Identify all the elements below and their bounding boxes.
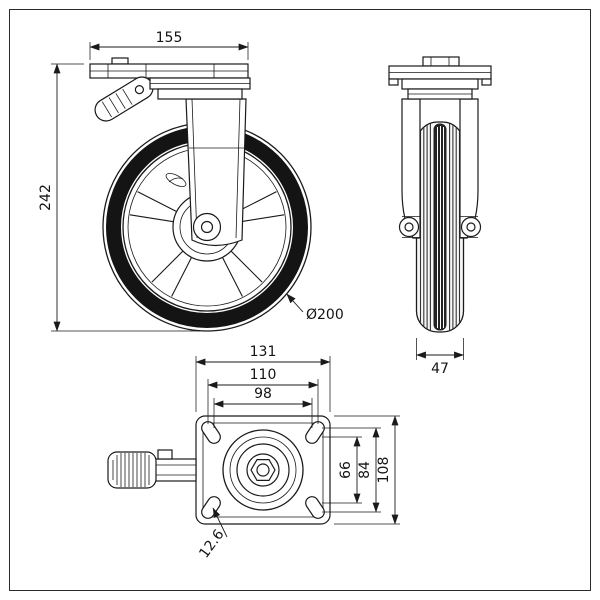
dim-text-98: 98 bbox=[254, 386, 272, 402]
fork-leg-outline bbox=[185, 98, 247, 247]
dim-overall-height: 242 bbox=[38, 63, 200, 332]
dim-text-47: 47 bbox=[431, 361, 449, 377]
swivel-race-outer bbox=[222, 429, 304, 511]
axle-bolt-left bbox=[398, 216, 420, 238]
brake-grip bbox=[107, 451, 157, 489]
bolt-slot-bottom-right bbox=[305, 496, 325, 519]
brake-pedal-side bbox=[94, 76, 154, 122]
plate-inner-outline bbox=[202, 422, 324, 518]
dim-wheel-diameter: Ø200 bbox=[286, 293, 344, 323]
dim-bolt-width-outer: 110 bbox=[207, 367, 319, 424]
swivel-head-side bbox=[149, 77, 251, 100]
wheel-brand-mark-icon bbox=[165, 173, 187, 187]
mounting-plate-top bbox=[195, 415, 331, 525]
brake-grip-ribs bbox=[112, 453, 150, 487]
dim-wheel-width: 47 bbox=[416, 338, 464, 377]
top-plate-side bbox=[89, 57, 249, 79]
dim-text-155: 155 bbox=[156, 30, 183, 46]
top-view: 131 110 98 66 84 bbox=[107, 344, 400, 562]
axle-nut-right bbox=[460, 216, 482, 238]
brake-tab-front bbox=[422, 56, 460, 67]
dim-text-66: 66 bbox=[338, 461, 354, 479]
dim-text-84: 84 bbox=[357, 461, 373, 479]
dim-text-110: 110 bbox=[250, 367, 277, 383]
brake-pedal-outline bbox=[94, 76, 154, 122]
swivel-race-front bbox=[401, 78, 479, 90]
drawing-border bbox=[9, 9, 591, 591]
bolt-slot-top-right bbox=[305, 421, 325, 444]
dim-text-131: 131 bbox=[250, 344, 277, 360]
axle-bolt bbox=[192, 212, 222, 242]
dim-text-242: 242 bbox=[38, 184, 54, 211]
brake-lever-top bbox=[107, 449, 197, 489]
dim-text-12-6: 12.6 bbox=[196, 527, 227, 562]
dim-plate-depth: 108 bbox=[334, 415, 400, 525]
dim-text-d200: Ø200 bbox=[306, 307, 344, 323]
top-plate-front bbox=[388, 56, 492, 100]
dim-bolt-height-inner: 66 bbox=[322, 436, 362, 504]
kingpin-nut bbox=[250, 459, 276, 481]
front-view: 47 bbox=[388, 56, 492, 377]
dim-text-108: 108 bbox=[376, 457, 392, 484]
bolt-slot-top-left bbox=[201, 421, 221, 444]
brake-pivot bbox=[134, 84, 144, 95]
wheel-front bbox=[415, 121, 465, 333]
brake-pin bbox=[111, 57, 129, 65]
side-view: 155 242 Ø200 bbox=[38, 30, 344, 332]
dim-bolt-width-inner: 98 bbox=[213, 386, 313, 428]
dim-bolt-height-outer: 84 bbox=[322, 427, 381, 513]
dim-plate-length: 155 bbox=[89, 30, 249, 60]
wheel-spokes bbox=[129, 149, 285, 297]
fork-leg-side bbox=[185, 98, 247, 247]
fork-legs-front bbox=[398, 98, 482, 239]
brake-stem bbox=[151, 458, 197, 482]
dim-plate-width: 131 bbox=[195, 344, 331, 412]
